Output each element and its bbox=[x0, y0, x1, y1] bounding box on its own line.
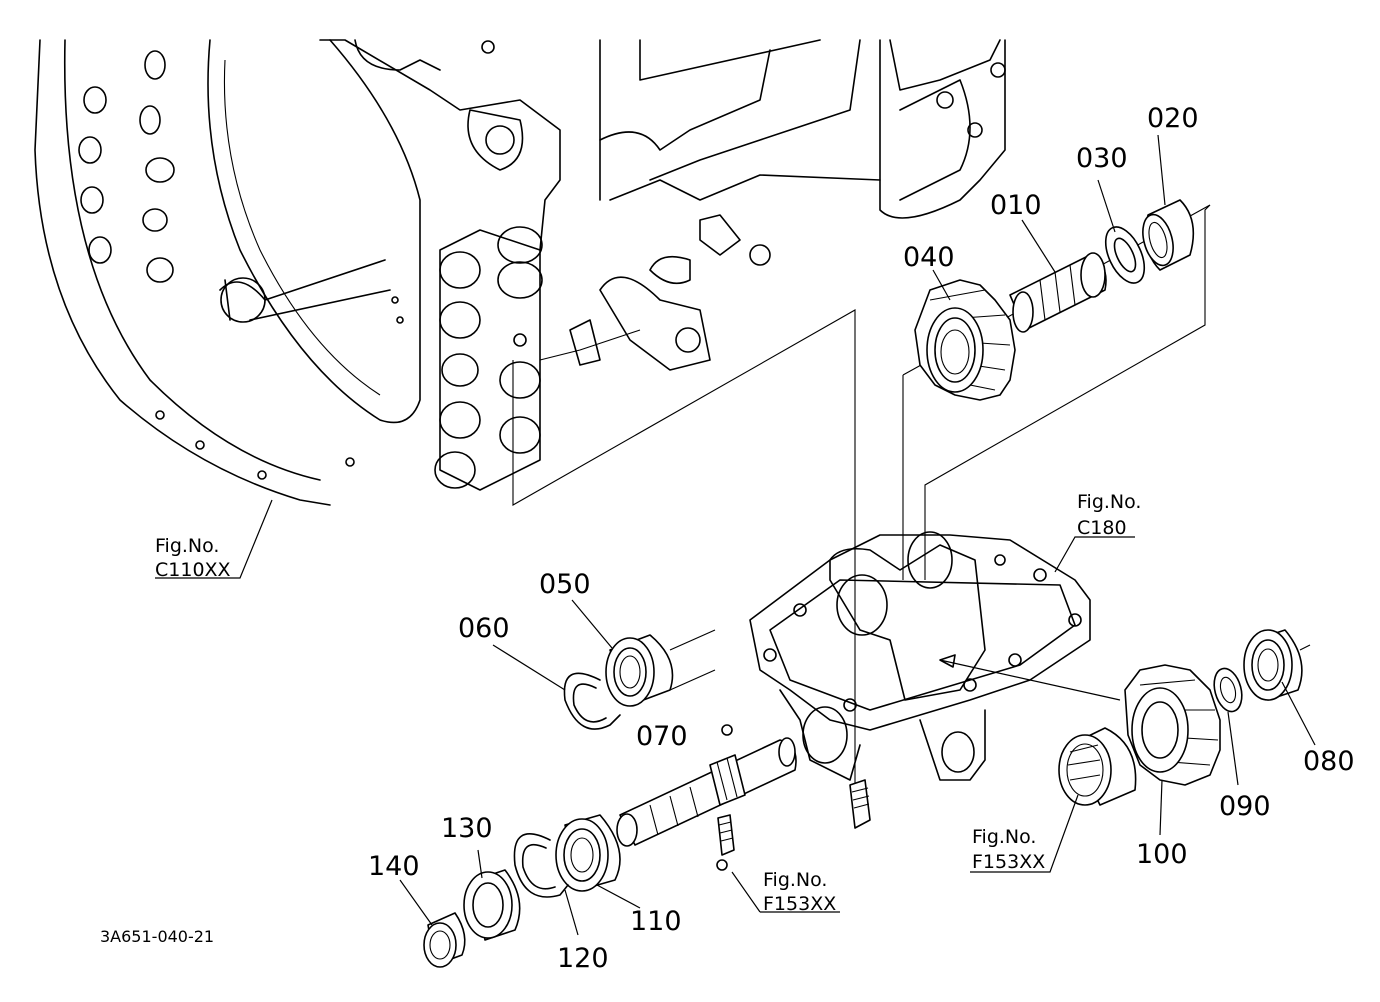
part-140-collar bbox=[423, 912, 466, 968]
part-010-shaft bbox=[1009, 252, 1107, 333]
part-080-bearing bbox=[1243, 629, 1303, 701]
part-label-110: 110 bbox=[630, 906, 682, 937]
part-label-050: 050 bbox=[539, 569, 591, 600]
part-label-100: 100 bbox=[1136, 839, 1188, 870]
part-label-090: 090 bbox=[1219, 791, 1271, 822]
part-label-120: 120 bbox=[557, 943, 609, 974]
part-070-shaft bbox=[616, 724, 797, 871]
valve-block bbox=[434, 226, 543, 491]
part-label-060: 060 bbox=[458, 613, 510, 644]
install-arrow bbox=[939, 659, 1121, 701]
fig-ref-code: C110XX bbox=[155, 559, 231, 581]
part-130-bearing bbox=[463, 869, 521, 941]
part-label-070: 070 bbox=[636, 721, 688, 752]
figure-ref-f153-bottom[interactable]: Fig.No. F153XX bbox=[763, 869, 836, 915]
fig-ref-prefix: Fig.No. bbox=[763, 869, 827, 891]
leader-lines bbox=[155, 134, 1316, 936]
part-100-gear bbox=[1124, 664, 1221, 786]
transmission-housing bbox=[34, 39, 1006, 506]
part-050-bearing bbox=[605, 634, 674, 707]
fig-ref-code: F153XX bbox=[972, 851, 1045, 873]
figure-ref-c110[interactable]: Fig.No. C110XX bbox=[155, 535, 231, 581]
fig-ref-code: C180 bbox=[1077, 517, 1127, 539]
coupling-sleeve bbox=[1058, 727, 1137, 806]
part-040-gear bbox=[914, 279, 1016, 401]
figure-ref-c180[interactable]: Fig.No. C180 bbox=[1077, 491, 1141, 539]
gear-case bbox=[749, 531, 1091, 829]
part-label-030: 030 bbox=[1076, 143, 1128, 174]
centerline-080 bbox=[1299, 644, 1311, 651]
part-labels: 010 020 030 040 050 060 070 080 090 100 … bbox=[368, 103, 1355, 974]
part-120-snap-ring bbox=[513, 833, 569, 898]
fig-ref-code: F153XX bbox=[763, 893, 836, 915]
part-030-washer bbox=[1104, 226, 1146, 284]
fig-ref-prefix: Fig.No. bbox=[1077, 491, 1141, 513]
figure-ref-f153-right[interactable]: Fig.No. F153XX bbox=[972, 826, 1045, 873]
part-020-bearing bbox=[1142, 199, 1195, 271]
part-090-washer bbox=[1213, 667, 1243, 713]
fig-ref-prefix: Fig.No. bbox=[155, 535, 219, 557]
part-label-080: 080 bbox=[1303, 746, 1355, 777]
drawing-code: 3A651-040-21 bbox=[100, 927, 214, 946]
part-label-020: 020 bbox=[1147, 103, 1199, 134]
install-arrow-head bbox=[939, 654, 956, 668]
fig-ref-prefix: Fig.No. bbox=[972, 826, 1036, 848]
part-label-130: 130 bbox=[441, 813, 493, 844]
part-label-010: 010 bbox=[990, 190, 1042, 221]
part-label-140: 140 bbox=[368, 851, 420, 882]
alignment-line-shaft bbox=[512, 309, 856, 820]
flange-bolt-holes bbox=[78, 50, 404, 480]
centerline-050 bbox=[669, 629, 716, 691]
part-110-bearing bbox=[555, 814, 621, 892]
part-label-040: 040 bbox=[903, 242, 955, 273]
part-060-snap-ring bbox=[563, 672, 621, 730]
